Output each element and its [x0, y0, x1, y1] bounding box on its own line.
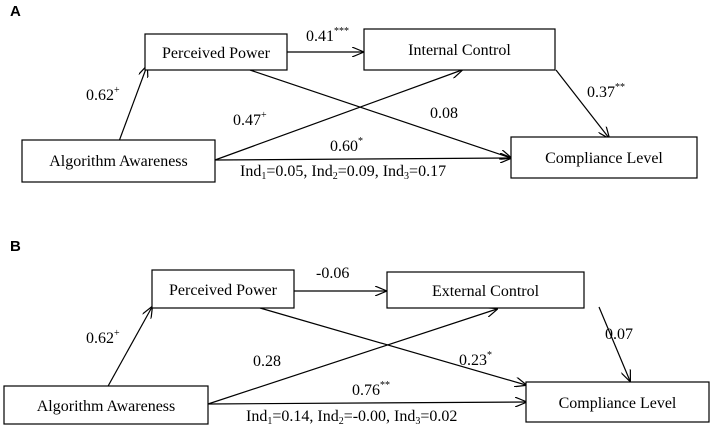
node-a-internal-control-label: Internal Control	[408, 42, 511, 59]
node-b-external-control: External Control	[386, 271, 585, 309]
node-b-algorithm-awareness-label: Algorithm Awareness	[37, 398, 176, 415]
node-a-compliance-level: Compliance Level	[510, 136, 698, 179]
path-b-awareness-to-power	[106, 307, 152, 389]
node-a-perceived-power-label: Perceived Power	[162, 45, 271, 62]
node-b-algorithm-awareness: Algorithm Awareness	[3, 385, 209, 425]
indirect-effects-b: Ind1=0.14, Ind2=-0.00, Ind3=0.02	[246, 408, 457, 427]
path-b-power-to-compliance	[259, 307, 526, 385]
node-b-external-control-label: External Control	[432, 283, 540, 300]
path-a-awareness-to-compliance	[214, 158, 511, 160]
coef-a-power-to-control: 0.41***	[306, 26, 349, 45]
node-a-algorithm-awareness-label: Algorithm Awareness	[49, 153, 188, 170]
node-b-compliance-level: Compliance Level	[525, 381, 710, 423]
coef-b-power-to-compliance: 0.23*	[459, 350, 492, 369]
coef-a-control-to-compliance: 0.37**	[587, 82, 625, 101]
node-a-compliance-level-label: Compliance Level	[545, 150, 663, 167]
node-b-perceived-power-label: Perceived Power	[169, 282, 278, 299]
path-a-awareness-to-power	[117, 66, 147, 145]
panel-b-label: B	[10, 238, 21, 255]
coef-b-awareness-to-compliance: 0.76**	[352, 380, 390, 399]
path-a-power-to-compliance	[249, 69, 511, 158]
coef-b-awareness-to-power: 0.62+	[86, 328, 120, 347]
coef-a-awareness-to-compliance: 0.60*	[330, 136, 363, 155]
path-a-control-to-compliance	[555, 69, 609, 138]
panel-b: B Perceived Power External Control Algor…	[3, 238, 710, 427]
node-b-compliance-level-label: Compliance Level	[559, 395, 677, 412]
node-a-algorithm-awareness: Algorithm Awareness	[21, 139, 216, 183]
path-b-control-to-compliance	[598, 306, 630, 381]
path-a-awareness-to-control	[214, 70, 462, 161]
node-a-perceived-power: Perceived Power	[144, 33, 288, 71]
coef-a-awareness-to-power: 0.62+	[86, 85, 120, 104]
indirect-effects-a: Ind1=0.05, Ind2=0.09, Ind3=0.17	[240, 163, 446, 182]
node-a-internal-control: Internal Control	[363, 28, 556, 71]
coef-b-control-to-compliance: 0.07	[605, 326, 633, 343]
coef-b-awareness-to-control: 0.28	[253, 353, 281, 370]
path-b-awareness-to-control	[207, 309, 497, 405]
coef-a-power-to-compliance: 0.08	[430, 105, 458, 122]
coef-a-awareness-to-control: 0.47+	[233, 110, 267, 129]
panel-a-label: A	[10, 3, 21, 20]
path-b-awareness-to-compliance	[207, 402, 526, 404]
node-b-perceived-power: Perceived Power	[151, 269, 295, 309]
panel-a: A Perceived Power Internal Control Algor…	[10, 3, 698, 183]
coef-b-power-to-control: -0.06	[316, 265, 349, 282]
